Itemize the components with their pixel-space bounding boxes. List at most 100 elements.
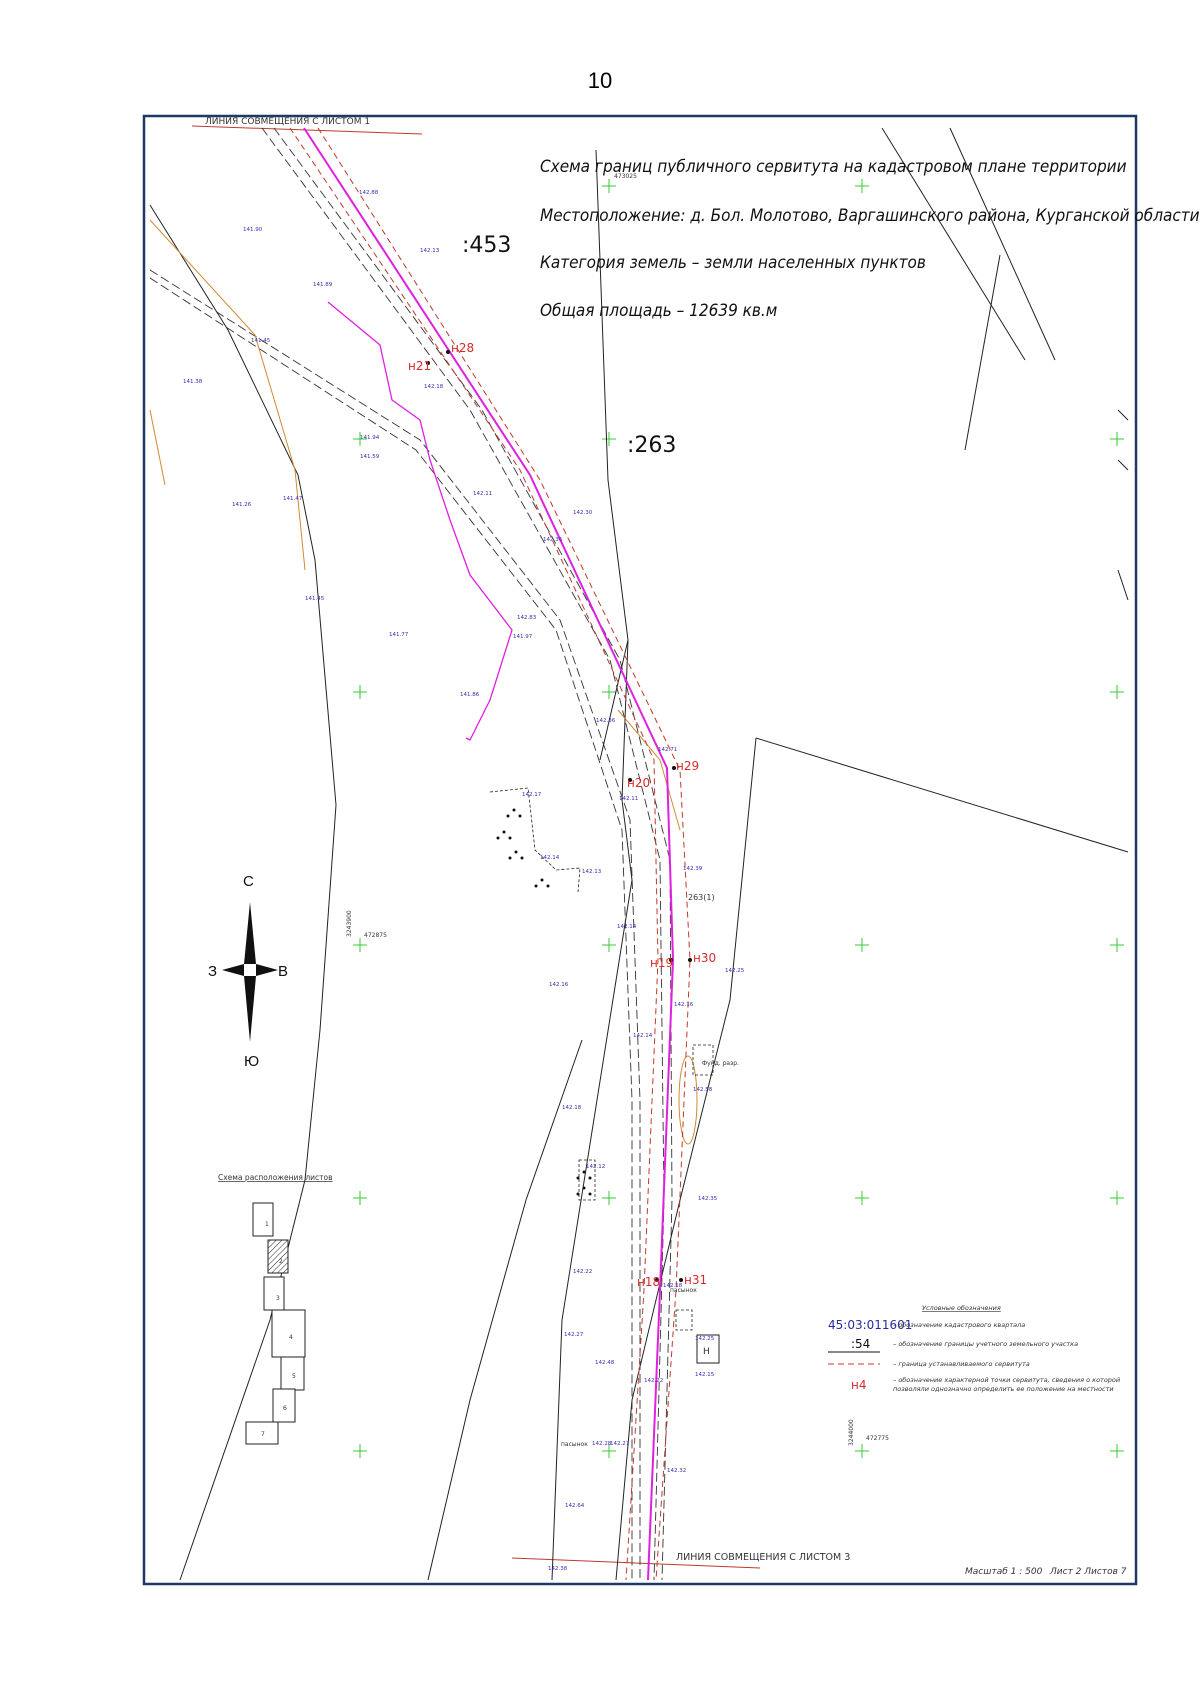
compass-south: Ю [244, 1053, 259, 1070]
point-label-n31: н31 [684, 1273, 707, 1287]
sheet-scheme-title: Схема расположения листов [218, 1173, 333, 1182]
compass-rose: С Ю З В [208, 873, 288, 1070]
sheet-num: 5 [292, 1373, 296, 1380]
coord-top: 473025 [614, 173, 637, 180]
legend: Условные обозначения 45:03:011601 – обоз… [828, 1304, 1120, 1393]
elev-point: 142.27 [564, 1332, 584, 1338]
elev-point: 142.13 [582, 869, 602, 875]
elev-point: 142.48 [595, 1360, 615, 1366]
title-line-4: Общая площадь – 12639 кв.м [540, 301, 777, 321]
elev-point: 142.14 [617, 924, 637, 930]
point-label-n21: н21 [408, 359, 431, 373]
elev-point: 142.28 [592, 1441, 612, 1447]
char-points [426, 350, 692, 1282]
sheet-num: 3 [276, 1295, 280, 1302]
coord-right-x: 472775 [866, 1435, 889, 1442]
elev-point: 142.18 [562, 1105, 582, 1111]
top-join-label: ЛИНИЯ СОВМЕЩЕНИЯ С ЛИСТОМ 1 [205, 117, 370, 127]
title-line-2: Местоположение: д. Бол. Молотово, Варгаш… [540, 206, 1200, 226]
legend-symbol-point: н4 [851, 1378, 866, 1392]
legend-symbol-quarter: 45:03:011601 [828, 1318, 912, 1332]
parcel-boundaries [149, 127, 1129, 1581]
coord-right-y: 3244000 [848, 1419, 855, 1446]
elev-point: 142.18 [424, 384, 444, 390]
elev-point: 142.83 [517, 615, 537, 621]
elev-point: 142.36 [543, 537, 563, 543]
elevation-points: 141.90 142.88 142.13 141.89 141.45 141.3… [183, 190, 745, 1572]
elev-point: 142.14 [540, 855, 560, 861]
elev-point: 142.58 [693, 1087, 713, 1093]
elev-point: 142.16 [674, 1002, 694, 1008]
misc-outlines [489, 787, 714, 1331]
legend-title: Условные обозначения [922, 1304, 1001, 1312]
footer-sheet: Лист 2 Листов 7 [1049, 1567, 1127, 1577]
roads [149, 127, 673, 1581]
point-label-n29: н29 [676, 759, 699, 773]
point-label-n19: н19 [650, 956, 673, 970]
sheet-num: 6 [283, 1405, 287, 1412]
found-label: Фунд. разр. [702, 1060, 739, 1067]
elev-point: 141.97 [513, 634, 533, 640]
legend-text-quarter: – обозначение кадастрового квартала [893, 1321, 1025, 1329]
elev-point: 142.32 [667, 1468, 686, 1474]
elev-point: 142.16 [549, 982, 569, 988]
page-number: 10 [587, 68, 613, 93]
compass-west: З [208, 963, 217, 980]
elev-point: 142.38 [548, 1566, 568, 1572]
elev-point: 142.27 [610, 1441, 630, 1447]
elev-point: 142.25 [725, 968, 745, 974]
elev-point: 142.25 [695, 1336, 715, 1342]
elev-point: 142.11 [473, 491, 492, 497]
title-line-3: Категория земель – земли населенных пунк… [540, 253, 926, 273]
coord-left-y: 3243900 [346, 910, 353, 937]
tree-symbols [496, 808, 592, 1196]
coord-left-x: 472875 [364, 932, 387, 939]
bottom-join-label: ЛИНИЯ СОВМЕЩЕНИЯ С ЛИСТОМ 3 [676, 1552, 850, 1563]
servitude-boundary [289, 127, 691, 1581]
parcel-263-1: 263(1) [688, 893, 715, 902]
parcel-453: :453 [462, 233, 511, 258]
elev-point: 141.89 [313, 282, 333, 288]
point-label-n18: н18 [637, 1275, 660, 1289]
elev-point: 142.22 [644, 1378, 663, 1384]
elev-point: 141.47 [283, 496, 303, 502]
legend-text-servitude: – граница устанавливаемого сервитута [893, 1360, 1030, 1368]
elev-point: 142.12 [586, 1164, 605, 1170]
elev-point: 142.18 [663, 1283, 683, 1289]
map-frame [142, 114, 1138, 1586]
parcel-263: :263 [627, 433, 676, 458]
elev-point: 142.15 [695, 1372, 715, 1378]
house-rect [696, 1334, 720, 1364]
legend-text-point: – обозначение характерной точки сервитут… [893, 1376, 1120, 1384]
pasynok-label-2: пасынок [561, 1441, 588, 1448]
bottom-join-line [511, 1557, 761, 1569]
point-label-n28: н28 [451, 341, 474, 355]
compass-east: В [278, 963, 288, 980]
legend-text-point-2: позволяли однозначно определить ее полож… [893, 1385, 1114, 1393]
elev-point: 142.22 [573, 1269, 592, 1275]
elev-point: 142.13 [420, 248, 440, 254]
pasynok-label-1: пасынок [670, 1287, 697, 1294]
compass-north: С [243, 873, 254, 890]
footer-scale: Масштаб 1 : 500 [965, 1567, 1043, 1577]
elev-point: 142.14 [633, 1033, 653, 1039]
servitude-axis [303, 127, 675, 1581]
legend-text-parcel: – обозначение границы учетного земельног… [893, 1340, 1078, 1348]
elev-point: 142.35 [698, 1196, 718, 1202]
legend-symbol-parcel: :54 [851, 1337, 870, 1351]
elev-point: 142.39 [683, 866, 703, 872]
elev-point: 142.36 [596, 718, 616, 724]
elev-point: 141.45 [251, 338, 271, 344]
sheet-num: 1 [265, 1221, 269, 1228]
elev-point: 142.17 [522, 792, 542, 798]
top-join-line [191, 125, 423, 135]
sheet-num: 4 [289, 1334, 293, 1341]
orange-lines [149, 219, 698, 1145]
elev-point: 142.11 [619, 796, 638, 802]
house-label: Н [703, 1347, 710, 1357]
elev-point: 142.71 [658, 747, 677, 753]
grid-crosses [353, 179, 1124, 1458]
elev-point: 142.30 [573, 510, 593, 516]
sheet-num: 2 [279, 1258, 283, 1265]
